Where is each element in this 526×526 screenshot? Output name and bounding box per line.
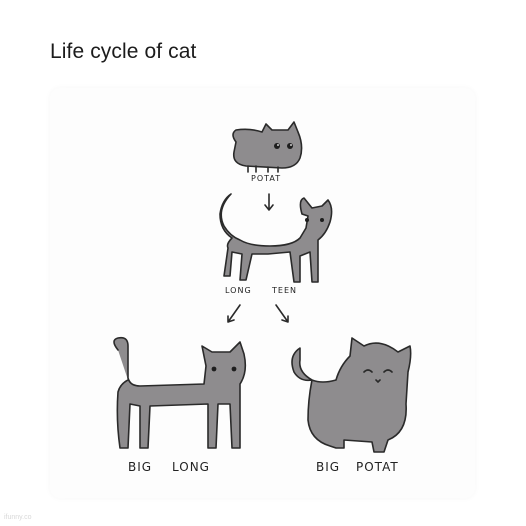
stage-label-big-a: BIG [128, 460, 153, 474]
teen-long-cat [219, 193, 333, 283]
stage-label-potat: POTAT [251, 174, 282, 183]
adult-big-potat-cat [291, 337, 412, 453]
arrow-down-icon [264, 193, 274, 211]
watermark-text: ifunny.co [4, 514, 32, 521]
arrow-down-left-icon [227, 304, 241, 323]
post-title: Life cycle of cat [50, 40, 197, 63]
stage-label-teen: TEEN [272, 286, 297, 295]
adult-big-long-cat [113, 336, 247, 449]
stage-label-big-b: BIG [316, 460, 341, 474]
stage-label-long: LONG [225, 286, 252, 295]
stage-label-potat-b: POTAT [356, 460, 399, 474]
arrow-down-right-icon [275, 304, 289, 323]
stage-label-long-b: LONG [172, 460, 210, 474]
kitten-potat-cat [232, 121, 303, 173]
